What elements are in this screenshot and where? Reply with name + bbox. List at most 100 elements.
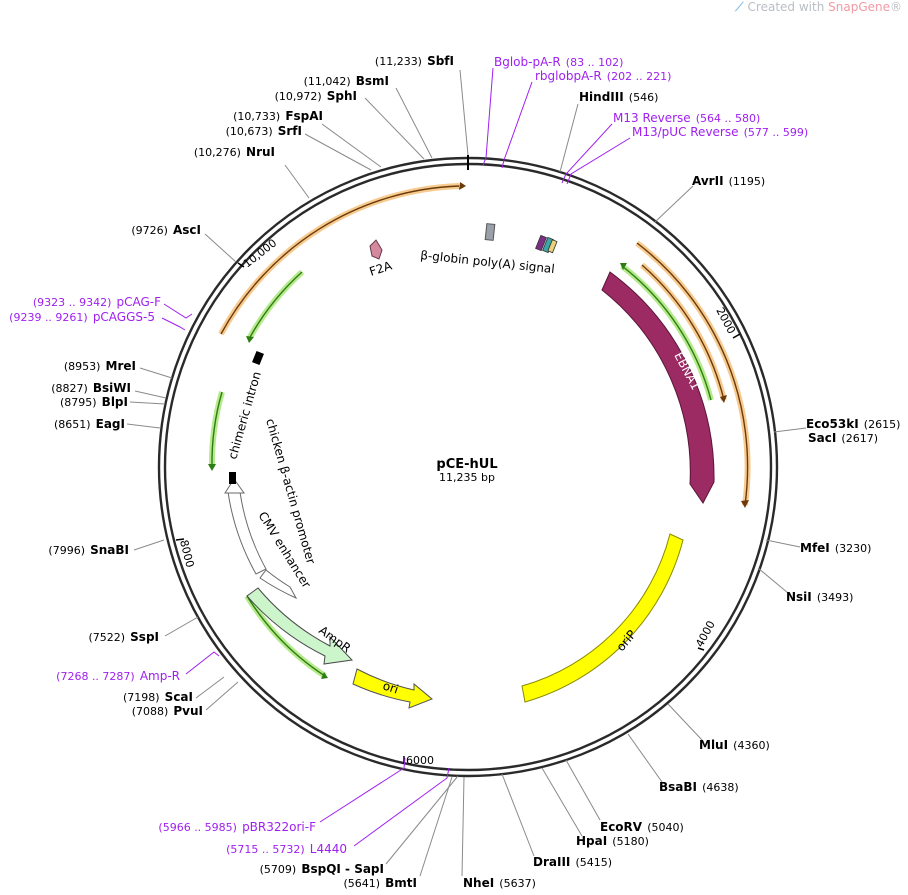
site-label-eagi: (8651) EagI [54, 413, 125, 432]
site-label-asci: (9726) AscI [131, 219, 201, 238]
feature-f2a: F2A [368, 239, 395, 279]
orf-arc-top-left [220, 185, 460, 335]
primer-range: (577 .. 599) [744, 126, 809, 139]
site-name: EagI [96, 417, 125, 431]
orf-arc-right-outer [636, 242, 749, 506]
site-position: (7088) [132, 705, 169, 718]
leader-bsabi [627, 733, 663, 783]
site-label-eco53ki: Eco53kI (2615) [806, 413, 900, 432]
tick-mark-2000 [732, 333, 741, 339]
orip-block [521, 533, 684, 703]
primer-name: pCAGGS-5 [93, 310, 155, 324]
leader-hpai [541, 767, 583, 837]
site-label-scai: (7198) ScaI [123, 686, 193, 705]
primer-range: (564 .. 580) [696, 112, 761, 125]
primer-label-bglob-pa-r: Bglob-pA-R (83 .. 102) [494, 51, 623, 70]
leader-sspi [164, 616, 199, 637]
site-label-mlui: MluI (4360) [699, 734, 770, 753]
site-name: ScaI [165, 690, 193, 704]
site-position: (4638) [702, 781, 739, 794]
leader-hindiii [559, 103, 579, 173]
site-position: (5641) [343, 877, 380, 890]
orf-arc-right-inner-head [720, 395, 727, 403]
tick-mark-4000 [697, 647, 705, 651]
snapgene-watermark: ⟋Created with SnapGene® [735, 0, 902, 15]
site-position: (10,276) [194, 146, 241, 159]
site-label-avrii: AvrII (1195) [692, 170, 765, 189]
primer-leader-pcagf [163, 303, 193, 319]
green-arc-left-top-head [246, 336, 254, 343]
leader-bsiwi [134, 390, 167, 399]
primer-range: (5715 .. 5732) [226, 843, 305, 856]
site-label-ecorv: EcoRV (5040) [600, 816, 684, 835]
primer-leader-lines [161, 67, 631, 847]
feature-bglobin-polya: β-globin poly(A) signal [420, 223, 558, 276]
site-position: (10,733) [233, 110, 280, 123]
primer-leader-ampr [185, 651, 220, 675]
primer-label-amp-r: (7268 .. 7287) Amp-R [56, 665, 180, 684]
watermark-prefix: Created with [747, 0, 829, 14]
site-position: (5180) [612, 835, 649, 848]
leader-avrii [654, 185, 694, 223]
primer-leader-bglob [482, 67, 494, 166]
primer-label-m13-reverse: M13 Reverse (564 .. 580) [613, 107, 760, 126]
primer-label-l4440: (5715 .. 5732) L4440 [226, 838, 347, 857]
watermark-brand: SnapGene [828, 0, 890, 14]
site-name: NruI [246, 145, 275, 159]
primer-range: (202 .. 221) [607, 70, 672, 83]
site-name: SacI [808, 431, 836, 445]
primer-leader-l4440 [353, 767, 450, 847]
feature-ori: ori [352, 668, 433, 709]
site-position: (8651) [54, 418, 91, 431]
ori-arrow [352, 668, 433, 709]
site-name: BlpI [102, 395, 128, 409]
feature-ampr: AmpR [246, 587, 354, 665]
primer-label-pbr322ori-f: (5966 .. 5985) pBR322ori-F [158, 816, 316, 835]
orf-arcs [218, 182, 751, 508]
polya-marker-a [535, 234, 547, 252]
site-position: (8953) [64, 360, 101, 373]
ampr-arrow [246, 587, 354, 665]
orf-arc-right-inner [641, 264, 725, 401]
cmv-enhancer-head [224, 478, 245, 494]
primer-range: (9323 .. 9342) [33, 296, 112, 309]
site-name: NheI [463, 876, 494, 890]
site-name: PvuI [173, 704, 203, 718]
green-arc-left-top [248, 271, 303, 340]
intron-label: chimeric intron [225, 370, 263, 461]
site-label-blpi: (8795) BlpI [60, 391, 128, 410]
green-orf-arcs [208, 263, 714, 679]
cb-promoter-label: chicken β-actin promoter [263, 417, 318, 566]
primer-name: rbglobpA-R [535, 69, 602, 83]
primer-name: M13 Reverse [613, 111, 691, 125]
snapgene-logo-icon: ⟋ [735, 0, 744, 14]
tick-mark-10000 [237, 262, 245, 268]
site-name: BsmI [356, 74, 389, 88]
leader-bspqi [385, 775, 459, 865]
ori-label: ori [381, 679, 400, 697]
leader-pvui [205, 681, 239, 711]
leader-draiii [501, 773, 535, 857]
site-name: BmtI [385, 876, 417, 890]
site-leader-lines [126, 69, 807, 877]
site-name: SbfI [427, 54, 454, 68]
site-label-sbfi: (11,233) SbfI [375, 50, 454, 69]
tick-label-6000: 6000 [406, 754, 434, 767]
site-label-nrui: (10,276) NruI [194, 141, 275, 160]
f2a-label: F2A [368, 258, 395, 279]
site-label-snabi: (7996) SnaBI [48, 539, 129, 558]
site-position: (8827) [51, 382, 88, 395]
site-position: (546) [629, 91, 659, 104]
site-position: (2617) [841, 432, 878, 445]
cmv-enhancer-block [227, 491, 267, 575]
site-position: (11,233) [375, 55, 422, 68]
leader-mrei [139, 367, 173, 379]
primer-name: pCAG-F [116, 295, 161, 309]
site-position: (7996) [48, 544, 85, 557]
site-position: (8795) [60, 396, 97, 409]
site-name: MluI [699, 738, 728, 752]
leader-nsii [757, 567, 789, 594]
site-labels: (11,233) SbfI(11,042) BsmI(10,972) SphI(… [48, 50, 900, 890]
f2a-arrow [369, 239, 383, 260]
